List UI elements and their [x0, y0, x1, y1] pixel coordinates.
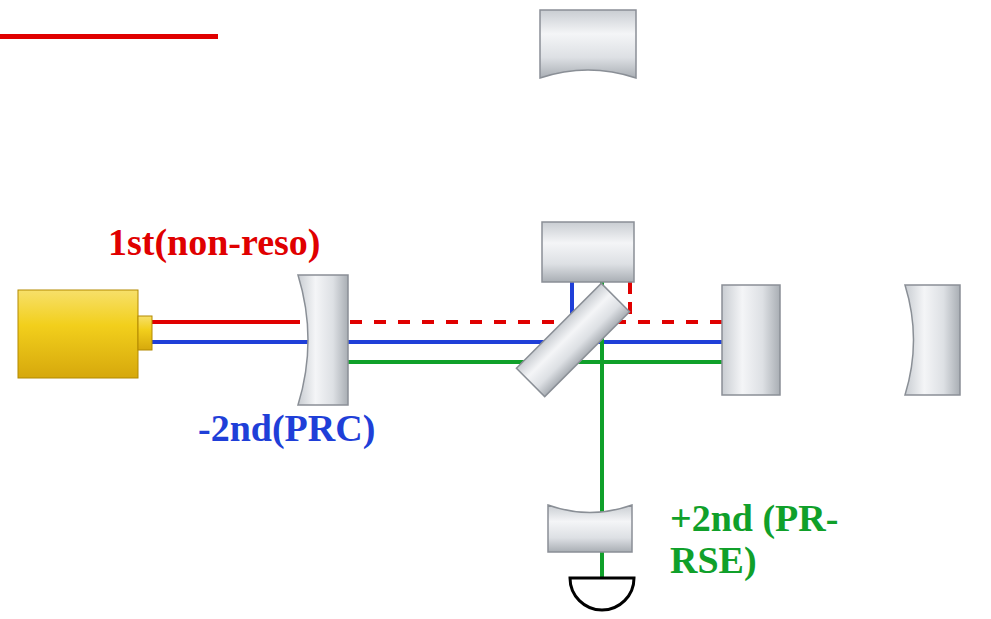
laser-beams: [150, 282, 722, 578]
beam-label: 1st(non-reso): [108, 222, 321, 264]
end-mirror-east: [905, 285, 960, 395]
input-mirror-east: [722, 285, 780, 395]
title-underline: [0, 34, 218, 39]
power-recycling-mirror: [298, 275, 348, 405]
beam-splitter: [516, 283, 629, 396]
end-mirror-north: [540, 10, 636, 78]
laser-source: [18, 290, 152, 378]
beam-label: +2nd (PR-RSE): [670, 498, 890, 582]
signal-recycling-mirror: [548, 505, 632, 552]
beam-label: -2nd(PRC): [198, 408, 375, 450]
photodetector: [570, 578, 634, 610]
input-mirror-north: [542, 222, 634, 282]
